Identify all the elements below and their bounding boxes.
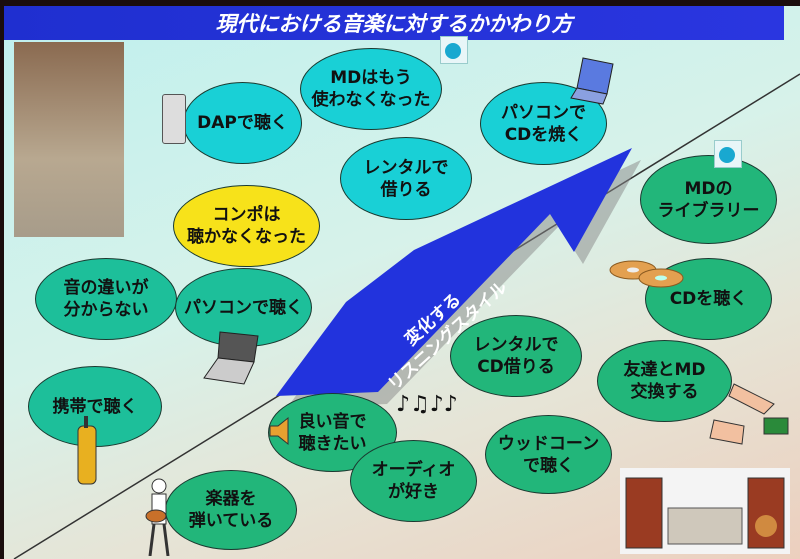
bubble-woodcone: ウッドコーン で聴く <box>485 415 612 494</box>
person-photo <box>14 42 124 237</box>
slide-title: 現代における音楽に対するかかわり方 <box>4 6 784 40</box>
bubble-md-no-longer: MDはもう 使わなくなった <box>300 48 442 130</box>
laptop-icon <box>569 56 619 106</box>
bubble-compo: コンポは 聴かなくなった <box>173 185 320 267</box>
stereo-system-icon <box>620 468 790 554</box>
bubble-rental: レンタルで 借りる <box>340 137 472 220</box>
bubble-audio-fan: オーディオ が好き <box>350 440 477 522</box>
bubble-no-difference: 音の違いが 分からない <box>35 258 177 340</box>
hands-exchanging-md-icon <box>704 374 796 464</box>
md-logo-icon <box>440 36 468 64</box>
music-notes-icon: ♪♫♪♪ <box>396 392 458 417</box>
mobile-phone-icon <box>72 416 102 488</box>
bubble-md-exchange: 友達とMD 交換する <box>597 340 732 422</box>
slide-graphics <box>13 73 800 559</box>
pc-laptop-icon <box>200 328 262 388</box>
speaker-icon <box>266 416 294 446</box>
bubble-md-library: MDの ライブラリー <box>640 155 777 244</box>
bubble-instrument: 楽器を 弾いている <box>165 470 297 550</box>
change-arrow <box>276 148 632 396</box>
dap-player-icon <box>162 94 186 144</box>
md-logo-icon-2 <box>714 140 742 168</box>
bubble-rental-cd: レンタルで CD借りる <box>450 315 582 397</box>
slide: 現代における音楽に対するかかわり方 MDはもう 使わなくなった DAPで聴く パ… <box>4 6 800 559</box>
bubble-dap: DAPで聴く <box>183 82 302 164</box>
cd-discs-icon <box>609 256 684 291</box>
bubble-pc-listen: パソコンで聴く <box>175 268 312 347</box>
guitarist-icon <box>134 476 184 557</box>
